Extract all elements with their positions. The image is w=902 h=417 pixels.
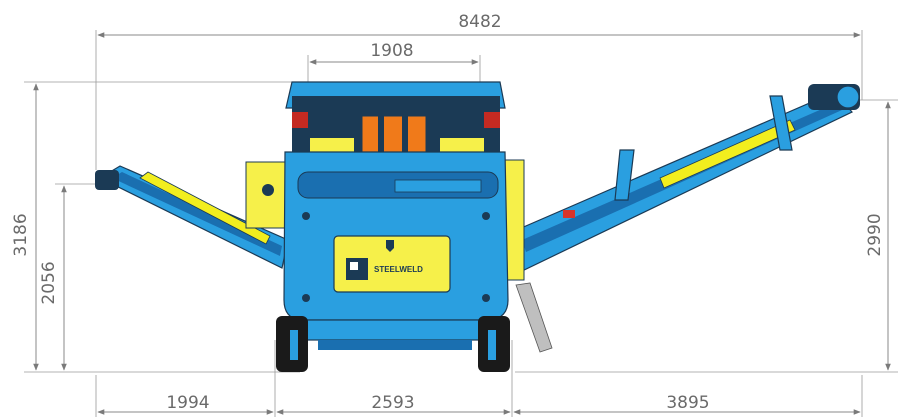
left-conveyor [95,161,289,269]
right-overhang-label: 3895 [666,393,709,413]
main-body: STEELWELD [283,81,509,321]
hopper-width-label: 1908 [370,41,413,61]
brand-logo: STEELWELD [374,265,423,274]
overall-width-label: 8482 [458,12,501,32]
left-overhang-label: 1994 [166,393,209,413]
left-conveyor-height-label: 2056 [39,261,59,304]
undercarriage [276,316,510,372]
track-width-label: 2593 [371,393,414,413]
overall-height-label: 3186 [11,213,31,256]
right-conveyor-height-label: 2990 [865,213,885,256]
right-conveyor [511,84,860,353]
dimension-lines [24,30,898,417]
